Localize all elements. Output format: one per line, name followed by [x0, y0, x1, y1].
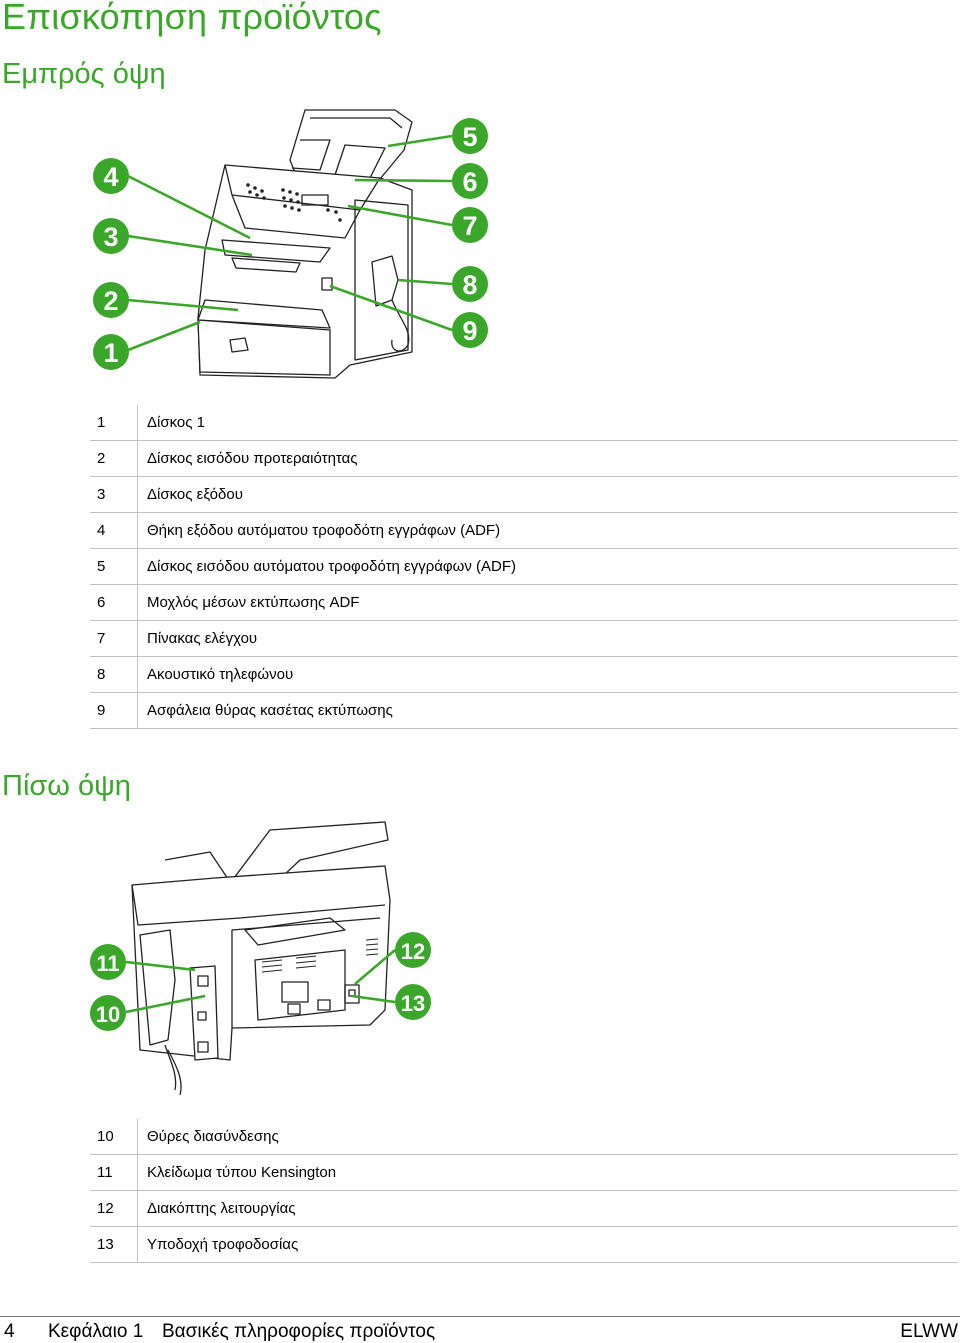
callout-label: 7 [462, 211, 477, 241]
callout-label: 10 [96, 1002, 120, 1027]
back-view-heading: Πίσω όψη [2, 770, 131, 802]
part-number: 5 [90, 548, 138, 585]
front-view-illustration: 4 3 2 1 5 6 7 8 9 [93, 109, 488, 379]
callout-badge [90, 995, 126, 1031]
front-callouts: 4 3 2 1 5 6 7 8 9 [93, 118, 488, 370]
callout-label: 6 [462, 167, 477, 197]
callout-label: 3 [103, 222, 118, 252]
callout-label: 9 [462, 316, 477, 346]
page-number: 4 [4, 1321, 15, 1342]
part-number: 2 [90, 440, 138, 477]
part-number: 8 [90, 656, 138, 693]
chapter-title: Βασικές πληροφορίες προϊόντος [162, 1321, 436, 1342]
callout-badge [395, 984, 431, 1020]
callout-label: 4 [103, 162, 118, 192]
part-number: 13 [90, 1226, 138, 1263]
part-number: 12 [90, 1190, 138, 1227]
callout-label: 13 [401, 991, 425, 1016]
part-label: Ασφάλεια θύρας κασέτας εκτύπωσης [137, 692, 958, 729]
callout-label: 2 [103, 286, 118, 316]
back-view-illustration: 11 10 12 13 [90, 821, 431, 1096]
part-label: Υποδοχή τροφοδοσίας [137, 1226, 958, 1263]
callout-badge [93, 282, 129, 318]
page-title: Επισκόπηση προϊόντος [2, 0, 382, 37]
callout-badge [452, 163, 488, 199]
part-number: 3 [90, 476, 138, 513]
callout-label: 8 [462, 270, 477, 300]
part-number: 1 [90, 405, 138, 441]
part-label: Δίσκος 1 [137, 405, 958, 441]
chapter-label: Κεφάλαιο 1 [48, 1321, 144, 1342]
callout-label: 11 [96, 951, 119, 976]
callout-badge [452, 118, 488, 154]
part-label: Διακόπτης λειτουργίας [137, 1190, 958, 1227]
callout-label: 1 [103, 338, 118, 368]
callout-label: 12 [401, 939, 425, 964]
part-label: Μοχλός μέσων εκτύπωσης ADF [137, 584, 958, 621]
part-label: Ακουστικό τηλεφώνου [137, 656, 958, 693]
callout-badge [452, 266, 488, 302]
part-number: 6 [90, 584, 138, 621]
part-label: Δίσκος εξόδου [137, 476, 958, 513]
callout-badge [90, 944, 126, 980]
callout-badge [93, 334, 129, 370]
part-label: Δίσκος εισόδου προτεραιότητας [137, 440, 958, 477]
callout-badge [93, 218, 129, 254]
callout-badge [395, 932, 431, 968]
callout-badge [452, 312, 488, 348]
part-number: 10 [90, 1119, 138, 1155]
back-callouts: 11 10 12 13 [90, 932, 431, 1031]
page-footer: 4 Κεφάλαιο 1 Βασικές πληροφορίες προϊόντ… [0, 1316, 960, 1343]
part-number: 4 [90, 512, 138, 549]
brand-label: ELWW [900, 1321, 958, 1342]
part-label: Δίσκος εισόδου αυτόματου τροφοδότη εγγρά… [137, 548, 958, 585]
part-label: Θύρες διασύνδεσης [137, 1119, 958, 1155]
part-label: Κλείδωμα τύπου Kensington [137, 1154, 958, 1191]
part-number: 9 [90, 692, 138, 729]
part-number: 7 [90, 620, 138, 657]
callout-badge [452, 207, 488, 243]
front-view-heading: Εμπρός όψη [2, 58, 166, 90]
part-number: 11 [90, 1154, 138, 1191]
part-label: Πίνακας ελέγχου [137, 620, 958, 657]
part-label: Θήκη εξόδου αυτόματου τροφοδότη εγγράφων… [137, 512, 958, 549]
callout-badge [93, 158, 129, 194]
callout-label: 5 [462, 122, 477, 152]
